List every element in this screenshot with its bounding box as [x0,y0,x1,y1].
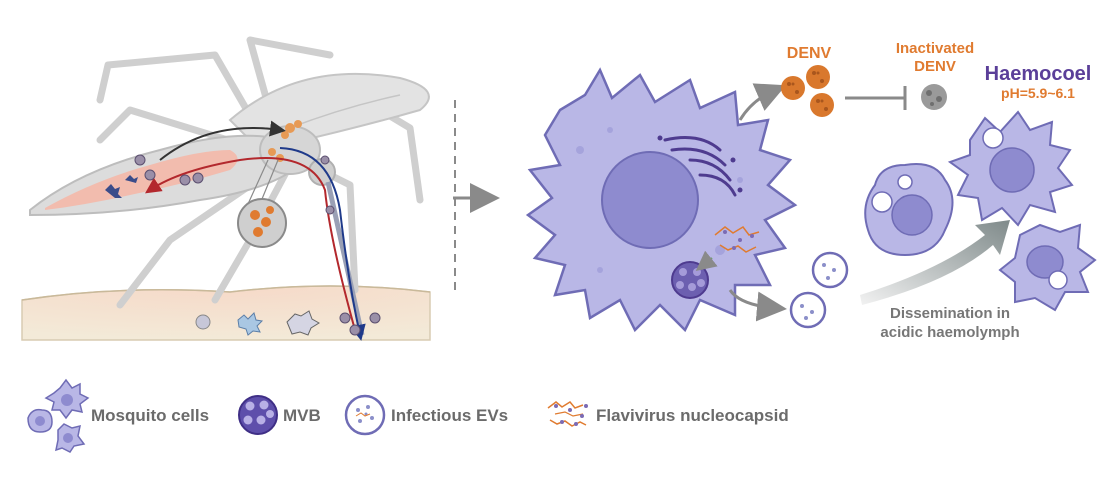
midgut [45,150,238,210]
mosquito-cells-icon [27,378,90,453]
mvb-inside [671,261,709,299]
inactivated-label-line2: DENV [914,58,956,75]
legend-mosquito-cells: Mosquito cells [91,406,209,425]
haemocoel-cell-2 [864,163,954,257]
skin-layer [21,285,431,341]
ev-release-arrow [728,289,787,322]
inactivation-arrow [845,86,907,110]
gut-cells [105,175,138,198]
nucleocapsid-cluster [714,226,760,253]
dissemination-arrow [860,220,1010,305]
released-evs [789,251,849,329]
route-dark-arrow [159,120,286,161]
mosquito-panel [21,36,431,341]
legend-mvb: MVB [283,406,321,425]
skin-cell-icon [237,312,264,336]
skin-cell-icon [286,310,320,336]
ph-label: pH=5.9~6.1 [1001,85,1075,101]
dissemination-label-line2: acidic haemolymph [880,324,1019,341]
release-arrow [738,83,787,121]
inactivated-denv-icon [921,84,947,110]
endoplasmic-reticulum [663,136,737,197]
inactivated-label-line1: Inactivated [896,40,974,57]
legend-flavivirus-nucleocapsid: Flavivirus nucleocapsid [596,406,789,425]
haemocoel-label: Haemocoel [985,63,1092,85]
route-red-arrow [145,157,356,331]
legend-infectious-evs: Infectious EVs [391,406,508,425]
dissemination-label-line1: Dissemination in [890,305,1010,322]
virus-particles [134,154,381,336]
denv-label: DENV [787,45,832,62]
infectious-ev-icon [344,394,386,436]
denv-particles [781,65,834,117]
mosquito-cell-large [525,67,798,333]
legend: Mosquito cells MVB Infectious EVs [27,378,789,453]
flavivirus-nucleocapsid-icon [547,401,588,427]
haemocoel-cell-1 [947,110,1074,227]
route-blue-arrow [279,147,366,341]
haemocoel-cell-3 [998,223,1097,312]
mvb-icon [238,395,278,435]
skin-cell-icon [195,314,211,330]
cell-nucleus [601,151,699,249]
